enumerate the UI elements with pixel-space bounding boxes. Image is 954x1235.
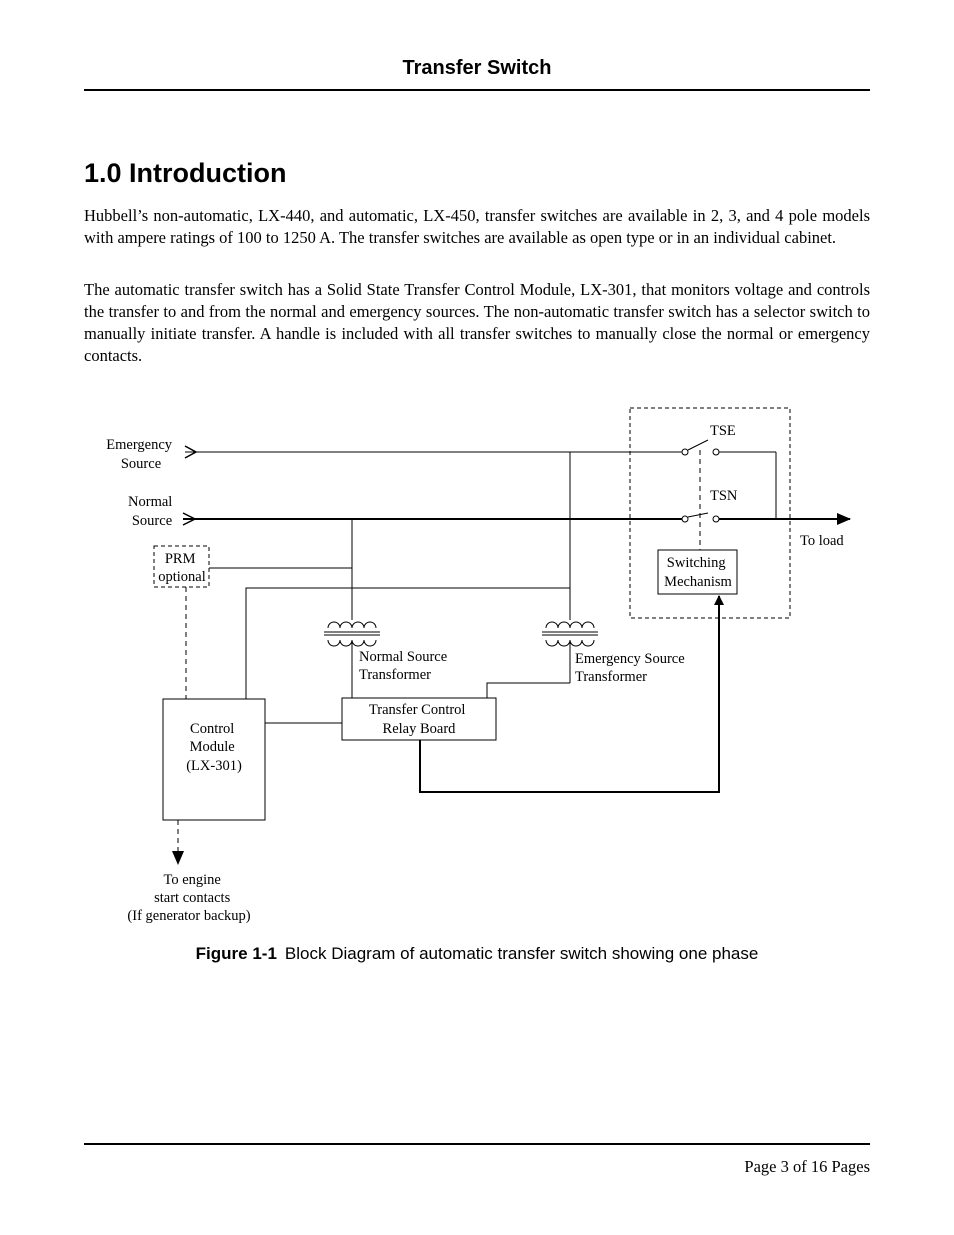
figure-caption-text: Block Diagram of automatic transfer swit… xyxy=(284,944,759,963)
to-load-label: To load xyxy=(800,533,844,549)
switching-mechanism-label: Switching Mechanism xyxy=(664,555,732,590)
tse-contact xyxy=(681,439,777,519)
page-header-title: Transfer Switch xyxy=(402,57,552,79)
intro-paragraph-2: The automatic transfer switch has a Soli… xyxy=(84,280,870,365)
relay-to-mechanism-line xyxy=(419,595,724,793)
switching-mechanism-box xyxy=(657,549,738,595)
normal-transformer-symbol xyxy=(324,621,380,648)
figure-caption: Figure 1-1 Block Diagram of automatic tra… xyxy=(0,944,954,964)
relay-board-label: Transfer Control Relay Board xyxy=(369,702,469,737)
page-number: Page 3 of 16 Pages xyxy=(744,1157,870,1176)
normal-transformer-label: Normal Source Transformer xyxy=(359,649,451,683)
normal-source-label: Normal Source xyxy=(128,494,176,529)
tsn-label: TSN xyxy=(710,488,738,504)
control-module-box xyxy=(162,698,266,821)
figure-number: Figure 1-1 xyxy=(195,944,277,963)
transfer-switch-enclosure xyxy=(629,407,791,619)
section-heading: 1.0 Introduction xyxy=(84,158,287,188)
engine-contacts-label: To engine start contacts (If generator b… xyxy=(127,872,250,924)
emergency-source-line xyxy=(184,445,682,459)
emergency-transformer-label: Emergency Source Transformer xyxy=(575,651,688,685)
tse-label: TSE xyxy=(710,423,736,439)
control-module-label: Control Module (LX-301) xyxy=(186,721,242,774)
relay-board-box xyxy=(341,697,497,741)
prm-label: PRM optional xyxy=(158,551,206,585)
normal-source-line xyxy=(182,512,682,526)
footer-rule xyxy=(84,1143,870,1145)
emergency-source-label: Emergency Source xyxy=(106,437,175,472)
intro-paragraph-1: Hubbell’s non-automatic, LX-440, and aut… xyxy=(84,206,870,247)
emergency-transformer-symbol xyxy=(542,621,598,683)
header-rule xyxy=(84,89,870,91)
tsn-contact xyxy=(681,512,720,523)
prm-box xyxy=(153,545,210,588)
